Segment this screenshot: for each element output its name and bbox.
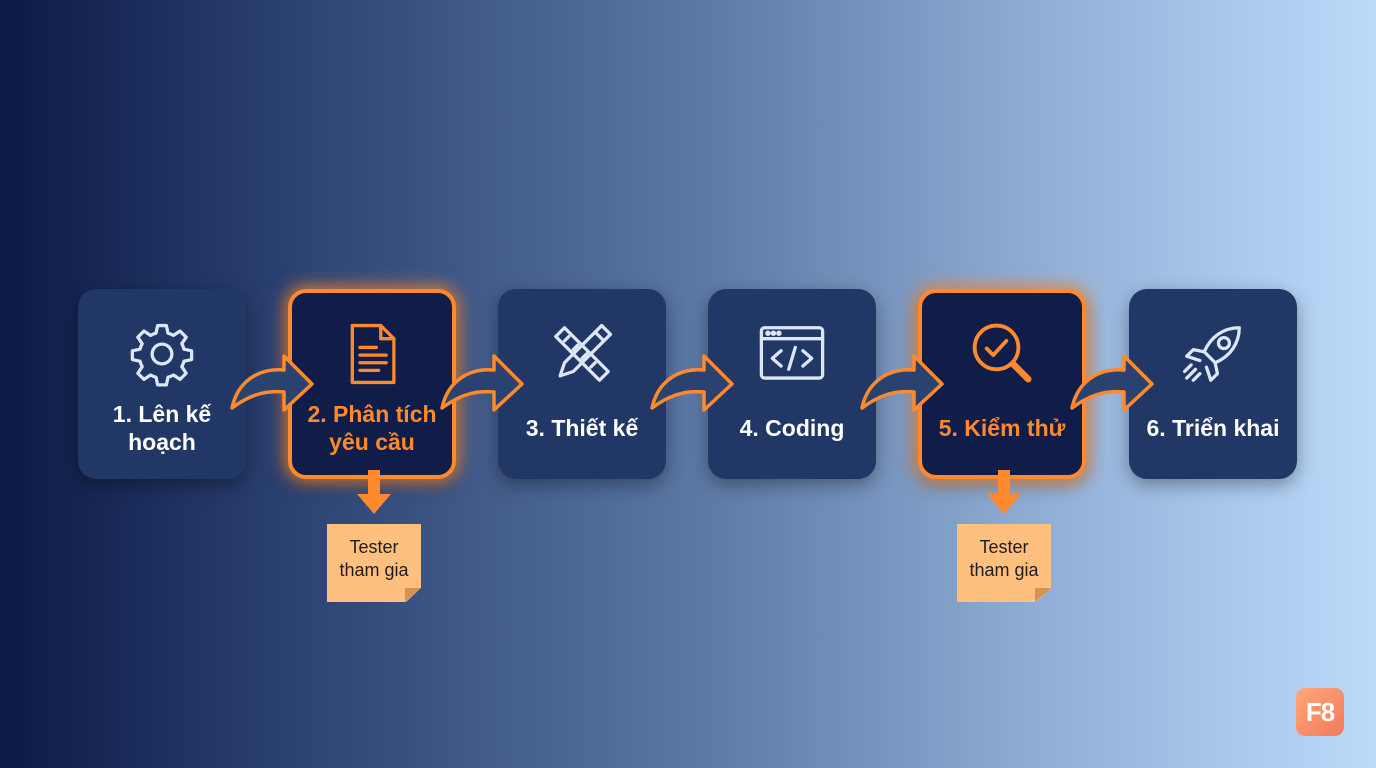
- down-arrow-testing: [987, 470, 1021, 514]
- flow-arrow-4-5: [856, 350, 948, 420]
- step-card-coding: 4. Coding: [708, 289, 876, 479]
- note-fold: [405, 588, 421, 602]
- note-tester-analysis: Tester tham gia: [327, 524, 421, 602]
- step-card-deploy: 6. Triển khai: [1129, 289, 1297, 479]
- down-arrow-analysis: [357, 470, 391, 514]
- flow-arrow-3-4: [646, 350, 738, 420]
- step-card-plan: 1. Lên kế hoạch: [78, 289, 246, 479]
- step-card-analysis: 2. Phân tích yêu cầu: [288, 289, 456, 479]
- step-label: 3. Thiết kế: [525, 415, 639, 441]
- note-text: Tester tham gia: [339, 537, 409, 580]
- flow-arrow-2-3: [436, 350, 528, 420]
- step-label: 4. Coding: [739, 415, 845, 441]
- step-label: 2. Phân tích yêu cầu: [307, 401, 437, 455]
- flow-arrow-5-6: [1066, 350, 1158, 420]
- step-label: 1. Lên kế hoạch: [112, 401, 212, 455]
- step-label: 5. Kiểm thử: [938, 415, 1066, 441]
- magnifier-check-icon: [967, 319, 1037, 389]
- f8-logo: F8: [1296, 688, 1344, 736]
- step-card-design: 3. Thiết kế: [498, 289, 666, 479]
- rocket-icon: [1178, 319, 1248, 389]
- note-tester-testing: Tester tham gia: [957, 524, 1051, 602]
- flow-arrow-1-2: [226, 350, 318, 420]
- ruler-pencil-icon: [547, 319, 617, 389]
- gear-icon: [127, 319, 197, 389]
- note-fold: [1035, 588, 1051, 602]
- note-text: Tester tham gia: [969, 537, 1039, 580]
- code-window-icon: [757, 319, 827, 389]
- document-icon: [337, 319, 407, 389]
- step-label: 6. Triển khai: [1146, 415, 1280, 441]
